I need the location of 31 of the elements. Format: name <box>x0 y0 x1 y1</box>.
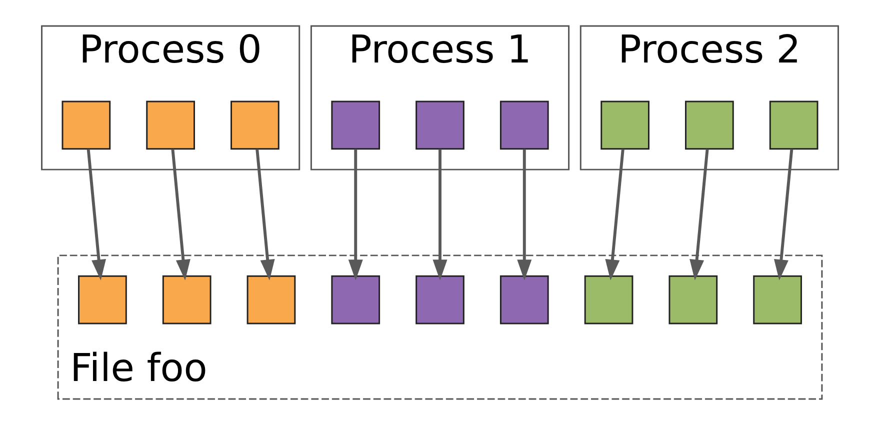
node-box <box>61 100 110 150</box>
arrow <box>86 148 106 280</box>
node-box <box>330 100 380 150</box>
node-box <box>78 275 126 324</box>
node-box <box>230 100 279 150</box>
arrow <box>255 148 274 280</box>
node-box <box>668 275 718 324</box>
arrow <box>689 148 708 280</box>
node-box <box>600 100 649 150</box>
arrow <box>604 148 624 280</box>
node-box <box>499 275 548 324</box>
node-box <box>162 275 211 324</box>
node-box <box>415 100 464 150</box>
node-box <box>246 275 296 324</box>
node-box <box>684 100 734 150</box>
node-box <box>146 100 194 150</box>
cluster: Process 0 <box>40 25 300 170</box>
cluster: Process 1 <box>310 25 570 170</box>
arrow <box>170 148 190 280</box>
arrow <box>348 149 362 280</box>
arrow <box>773 148 793 280</box>
cluster: File foo <box>56 254 822 400</box>
node-box <box>584 275 633 324</box>
arrow <box>516 149 532 280</box>
node-box <box>752 275 802 324</box>
cluster: Process 2 <box>579 25 838 170</box>
arrow <box>432 149 447 280</box>
node-box <box>415 275 464 324</box>
node-box <box>768 100 818 150</box>
node-box <box>499 100 548 150</box>
node-box <box>330 275 380 324</box>
